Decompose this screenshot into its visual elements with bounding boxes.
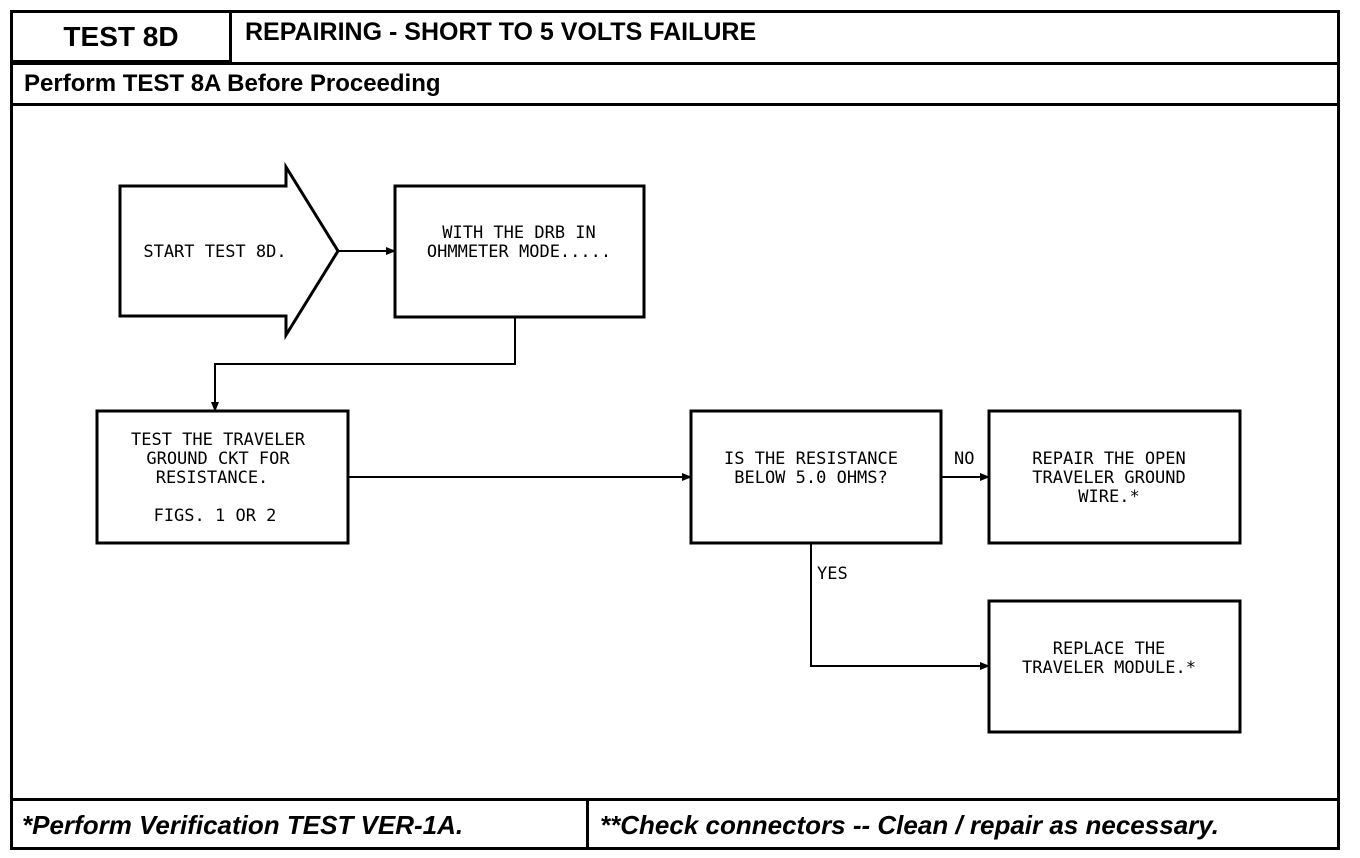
- decision-line-2: BELOW 5.0 OHMS?: [734, 468, 888, 488]
- decision-line-1: IS THE RESISTANCE: [724, 449, 898, 469]
- no-result-line-2: TRAVELER GROUND: [1032, 468, 1186, 488]
- footer-left-note: *Perform Verification TEST VER-1A.: [22, 810, 464, 840]
- connector-yes: [810, 543, 990, 670]
- footer-divider: [10, 798, 1340, 801]
- step2-line-1: TEST THE TRAVELER: [131, 430, 306, 450]
- step1-line-2: OHMMETER MODE.....: [427, 242, 611, 262]
- yes-result-line-1: REPLACE THE: [1053, 639, 1166, 659]
- yes-result-line-2: TRAVELER MODULE.*: [1022, 658, 1196, 678]
- step1-line-1: WITH THE DRB IN: [442, 223, 596, 243]
- no-result-box: [987, 409, 1242, 545]
- yes-result-box: [987, 599, 1242, 734]
- step2-line-2: GROUND CKT FOR: [146, 449, 290, 469]
- no-result-line-1: REPAIR THE OPEN: [1032, 449, 1186, 469]
- decision-box: [689, 409, 943, 545]
- subheader-divider: [10, 103, 1340, 106]
- header-divider: [10, 62, 1340, 65]
- page-title: REPAIRING - SHORT TO 5 VOLTS FAILURE: [245, 18, 757, 46]
- yes-label: YES: [817, 564, 848, 584]
- footer-right-note: **Check connectors -- Clean / repair as …: [600, 810, 1219, 840]
- page-frame: [10, 10, 1340, 850]
- connector-step1-to-step2: [211, 317, 516, 412]
- step2-line-3: RESISTANCE.: [156, 468, 269, 488]
- test-id-label: TEST 8D: [10, 10, 232, 63]
- step2-line-4: FIGS. 1 OR 2: [154, 506, 277, 526]
- no-label: NO: [954, 449, 974, 469]
- start-label: START TEST 8D.: [143, 242, 286, 262]
- start-arrow-shape: [118, 161, 340, 341]
- footer-column-divider: [586, 798, 589, 850]
- no-result-line-3: WIRE.*: [1078, 487, 1139, 507]
- page-subtitle: Perform TEST 8A Before Proceeding: [24, 70, 441, 97]
